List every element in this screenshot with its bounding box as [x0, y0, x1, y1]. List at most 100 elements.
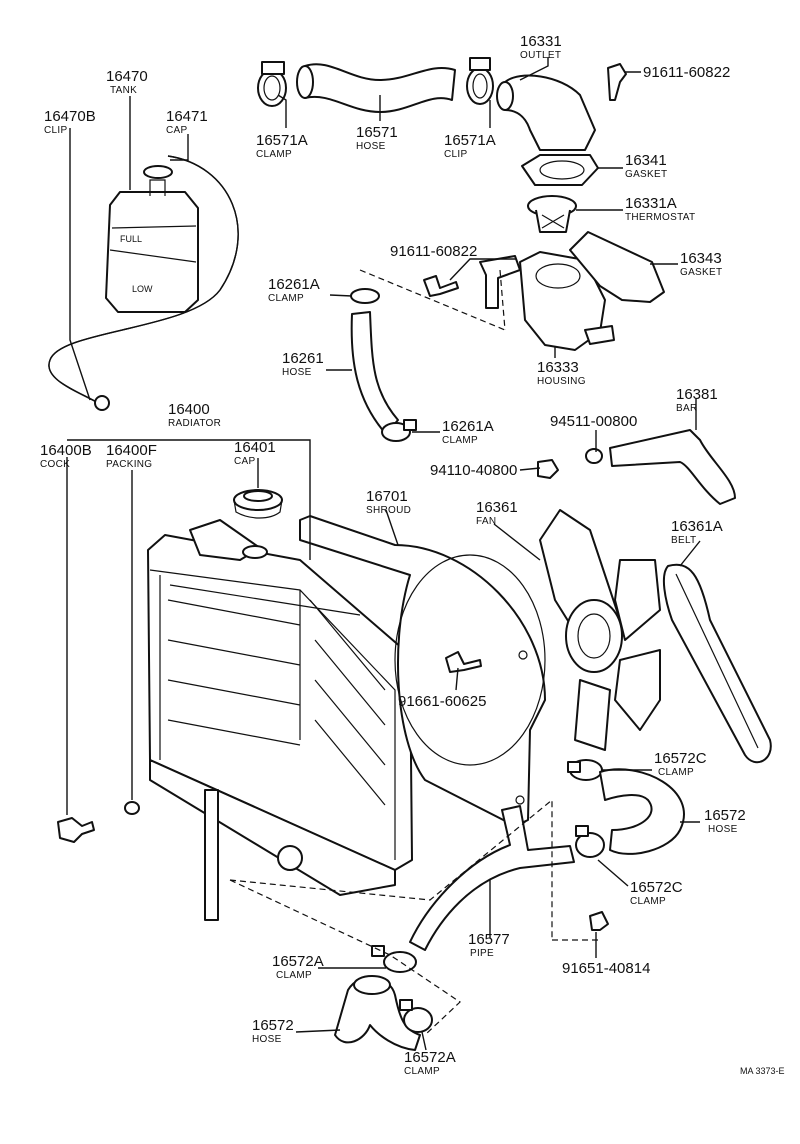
part-number-16701: 16701 [366, 488, 408, 505]
part-name-packing: PACKING [106, 459, 152, 470]
part-name-outlet-gasket: GASKET [625, 169, 667, 180]
shroud-bolt-drawing [445, 651, 482, 673]
svg-text:LOW: LOW [132, 284, 153, 294]
part-name-housing-gasket: GASKET [680, 267, 722, 278]
thermostat-drawing [527, 195, 577, 233]
v-belt-drawing [662, 563, 772, 764]
part-name-hose-clamp-c-upper: CLAMP [658, 767, 694, 778]
part-name-hose-clamp-c-lower: CLAMP [630, 896, 666, 907]
part-name-bar: BAR [676, 403, 697, 414]
part-number-16261a-lower: 16261A [442, 418, 494, 435]
part-number-16577: 16577 [468, 931, 510, 948]
part-number-16400f: 16400F [106, 442, 157, 459]
lower-clamp-a-upper-drawing [371, 945, 417, 973]
bypass-clamp-upper-drawing [350, 288, 380, 304]
part-name-tank-cap: CAP [166, 125, 187, 136]
part-number-16470: 16470 [106, 68, 148, 85]
part-name-lower-left-hose: HOSE [252, 1034, 282, 1045]
part-number-16471: 16471 [166, 108, 208, 125]
housing-bolt-drawing [423, 275, 459, 297]
lower-clamp-c-upper-drawing [567, 759, 603, 781]
part-name-thermostat: THERMOSTAT [625, 212, 695, 223]
part-name-fan: FAN [476, 516, 496, 527]
upper-clip-right-drawing [466, 57, 494, 105]
part-name-hose-clamp-a-upper: CLAMP [276, 970, 312, 981]
lower-clamp-c-lower-drawing [575, 825, 605, 858]
part-name-bypass-clamp-upper: CLAMP [268, 293, 304, 304]
part-number-16572-left: 16572 [252, 1017, 294, 1034]
thermostat-housing-drawing [479, 251, 615, 351]
part-name-cock: COCK [40, 459, 70, 470]
part-number-16400b: 16400B [40, 442, 92, 459]
callout-labels: 16470 TANK 16470B CLIP 16471 CAP 16571A … [40, 33, 785, 1077]
part-number-16331a: 16331A [625, 195, 677, 212]
part-number-16261a-upper: 16261A [268, 276, 320, 293]
radiator-cap-drawing [233, 489, 283, 519]
part-name-outlet: OUTLET [520, 50, 561, 61]
part-number-16571a-clip: 16571A [444, 132, 496, 149]
drawing-reference: MA 3373-E [740, 1066, 785, 1076]
upper-clamp-left-drawing [257, 61, 287, 107]
part-number-16572c-upper: 16572C [654, 750, 707, 767]
part-name-hose-clamp-a-lower: CLAMP [404, 1066, 440, 1077]
part-number-16572a-lower: 16572A [404, 1049, 456, 1066]
part-number-16261: 16261 [282, 350, 324, 367]
part-name-upper-clamp: CLAMP [256, 149, 292, 160]
bypass-clamp-lower-drawing [381, 419, 417, 442]
svg-text:FULL: FULL [120, 234, 142, 244]
fan-shroud-drawing [299, 515, 546, 827]
housing-gasket-drawing [569, 231, 665, 303]
part-name-upper-clip: CLIP [444, 149, 467, 160]
part-name-belt: BELT [671, 535, 696, 546]
upper-hose-drawing [304, 63, 456, 113]
part-number-16361: 16361 [476, 499, 518, 516]
cooling-fan-drawing [539, 509, 661, 751]
part-drawings: FULL LOW [48, 57, 772, 1051]
part-name-tank: TANK [110, 85, 137, 96]
washer-drawing [585, 448, 603, 464]
part-number-16470b: 16470B [44, 108, 96, 125]
part-number-16572a-upper: 16572A [272, 953, 324, 970]
part-number-94110-40800: 94110-40800 [430, 462, 517, 479]
part-name-bypass-clamp-lower: CLAMP [442, 435, 478, 446]
part-number-16400: 16400 [168, 401, 210, 418]
outlet-gasket-drawing [521, 154, 599, 186]
part-name-pipe: PIPE [470, 948, 494, 959]
packing-drawing [124, 801, 140, 815]
water-outlet-drawing [496, 74, 596, 151]
lower-right-hose-drawing [599, 768, 685, 855]
part-number-91611-60822-b: 91611-60822 [390, 243, 477, 260]
part-number-16333: 16333 [537, 359, 579, 376]
part-number-91661-60625: 91661-60625 [398, 693, 486, 710]
adjusting-bar-drawing [609, 429, 736, 505]
part-name-shroud: SHROUD [366, 505, 411, 516]
part-number-16341: 16341 [625, 152, 667, 169]
part-number-94511-00800: 94511-00800 [550, 413, 637, 430]
part-name-tank-clip: CLIP [44, 125, 67, 136]
lower-clamp-a-lower-drawing [399, 999, 433, 1033]
tube-clip-drawing [94, 395, 110, 411]
part-name-housing: HOUSING [537, 376, 586, 387]
part-number-16572c-lower: 16572C [630, 879, 683, 896]
water-pipe-drawing [409, 805, 575, 951]
bolt-drawing [607, 63, 627, 101]
part-name-upper-hose: HOSE [356, 141, 386, 152]
part-number-16571: 16571 [356, 124, 398, 141]
part-number-16572-right: 16572 [704, 807, 746, 824]
leader-lines [66, 57, 701, 1051]
part-number-16401: 16401 [234, 439, 276, 456]
part-number-16331: 16331 [520, 33, 562, 50]
part-number-16571a-clamp: 16571A [256, 132, 308, 149]
pipe-bolt-drawing [589, 911, 609, 931]
part-number-16361a: 16361A [671, 518, 723, 535]
drain-cock-drawing [57, 817, 95, 843]
part-number-91651-40814: 91651-40814 [562, 960, 650, 977]
bypass-hose-drawing [350, 311, 399, 435]
part-number-91611-60822-a: 91611-60822 [643, 64, 730, 81]
radiator-drawing [147, 519, 413, 921]
part-name-bypass-hose: HOSE [282, 367, 312, 378]
part-number-16381: 16381 [676, 386, 718, 403]
part-name-lower-right-hose: HOSE [708, 824, 738, 835]
part-number-16343: 16343 [680, 250, 722, 267]
